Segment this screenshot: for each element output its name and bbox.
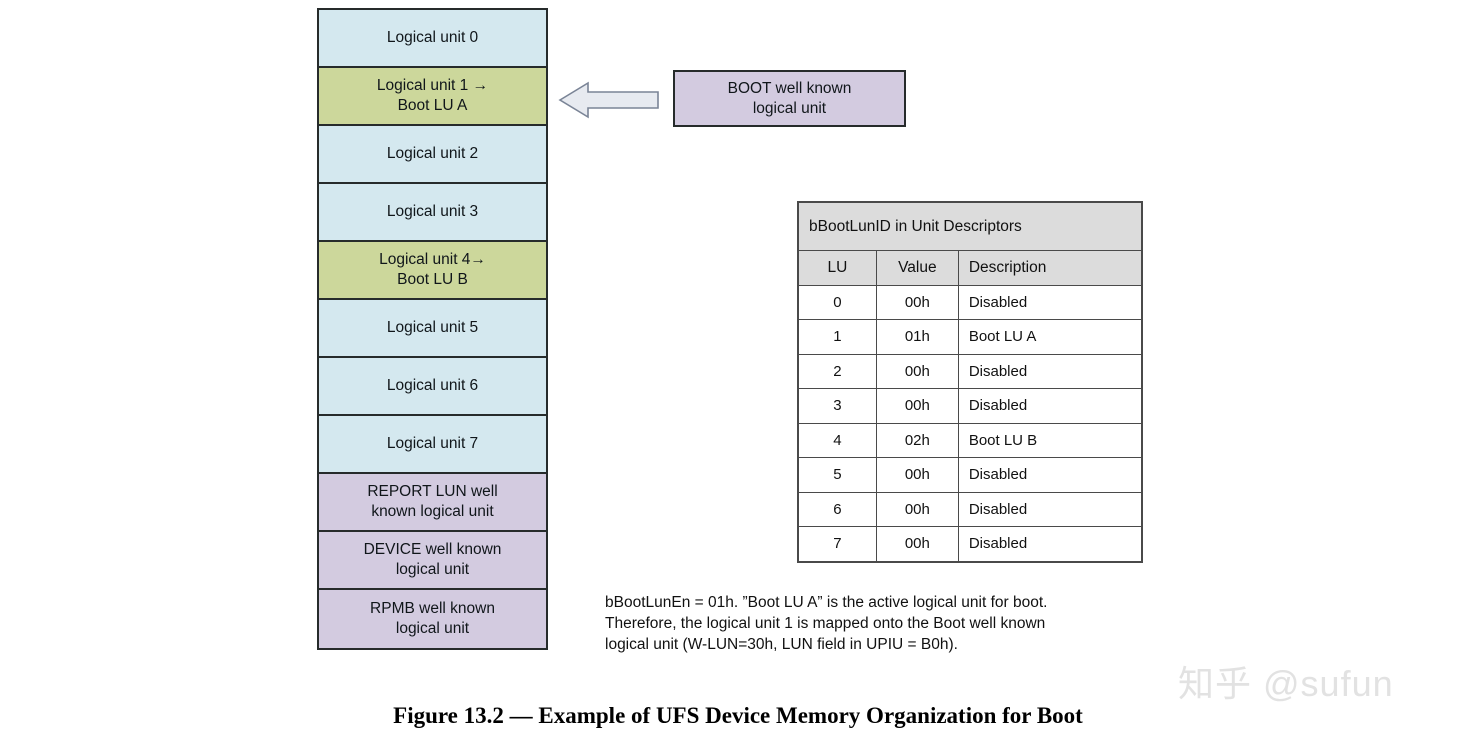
table-cell-value: 01h <box>875 319 959 355</box>
lu-block-10: RPMB well known logical unit <box>319 590 546 648</box>
table-cell-value: 00h <box>875 526 959 562</box>
table-cell-value: 00h <box>875 491 959 527</box>
table-cell-description: Disabled <box>957 491 1143 527</box>
table-cell-description: Disabled <box>957 457 1143 493</box>
table-header-row: LU Value Description <box>797 250 1143 286</box>
lu-block-6: Logical unit 6 <box>319 358 546 416</box>
table-cell-description: Boot LU A <box>957 319 1143 355</box>
table-title: bBootLunID in Unit Descriptors <box>797 201 1143 251</box>
table-cell-description: Disabled <box>957 526 1143 562</box>
lu-block-9: DEVICE well known logical unit <box>319 532 546 590</box>
table-cell-lu: 2 <box>797 353 877 389</box>
table-cell-lu: 7 <box>797 526 877 562</box>
table-cell-lu: 6 <box>797 491 877 527</box>
lu-block-3: Logical unit 3 <box>319 184 546 242</box>
table-cell-description: Disabled <box>957 284 1143 320</box>
table-cell-value: 00h <box>875 353 959 389</box>
table-cell-value: 02h <box>875 422 959 458</box>
boot-well-known-lu-callout: BOOT well known logical unit <box>673 70 906 127</box>
table-cell-description: Disabled <box>957 388 1143 424</box>
figure-caption: Figure 13.2 — Example of UFS Device Memo… <box>393 703 1083 728</box>
table-cell-lu: 3 <box>797 388 877 424</box>
lu-block-0: Logical unit 0 <box>319 10 546 68</box>
bootlunid-table: bBootLunID in Unit Descriptors LU Value … <box>797 201 1143 563</box>
explanation-text: bBootLunEn = 01h. ”Boot LU A” is the act… <box>605 594 1048 653</box>
lu-block-7: Logical unit 7 <box>319 416 546 474</box>
table-cell-value: 00h <box>875 284 959 320</box>
table-cell-lu: 1 <box>797 319 877 355</box>
table-cell-value: 00h <box>875 457 959 493</box>
table-cell-lu: 0 <box>797 284 877 320</box>
lu-block-8: REPORT LUN well known logical unit <box>319 474 546 532</box>
table-cell-lu: 4 <box>797 422 877 458</box>
column-header-value: Value <box>875 250 959 286</box>
table-cell-value: 00h <box>875 388 959 424</box>
lu-block-5: Logical unit 5 <box>319 300 546 358</box>
zhihu-watermark: 知乎 @sufun <box>1178 663 1394 704</box>
table-cell-description: Boot LU B <box>957 422 1143 458</box>
table-cell-description: Disabled <box>957 353 1143 389</box>
table-title-row: bBootLunID in Unit Descriptors <box>797 201 1143 251</box>
lu-block-2: Logical unit 2 <box>319 126 546 184</box>
lu-block-4: Logical unit 4→ Boot LU B <box>319 242 546 300</box>
column-header-description: Description <box>957 250 1143 286</box>
left-arrow-icon <box>558 80 660 120</box>
lu-block-1: Logical unit 1 → Boot LU A <box>319 68 546 126</box>
table-cell-lu: 5 <box>797 457 877 493</box>
column-header-lu: LU <box>797 250 877 286</box>
